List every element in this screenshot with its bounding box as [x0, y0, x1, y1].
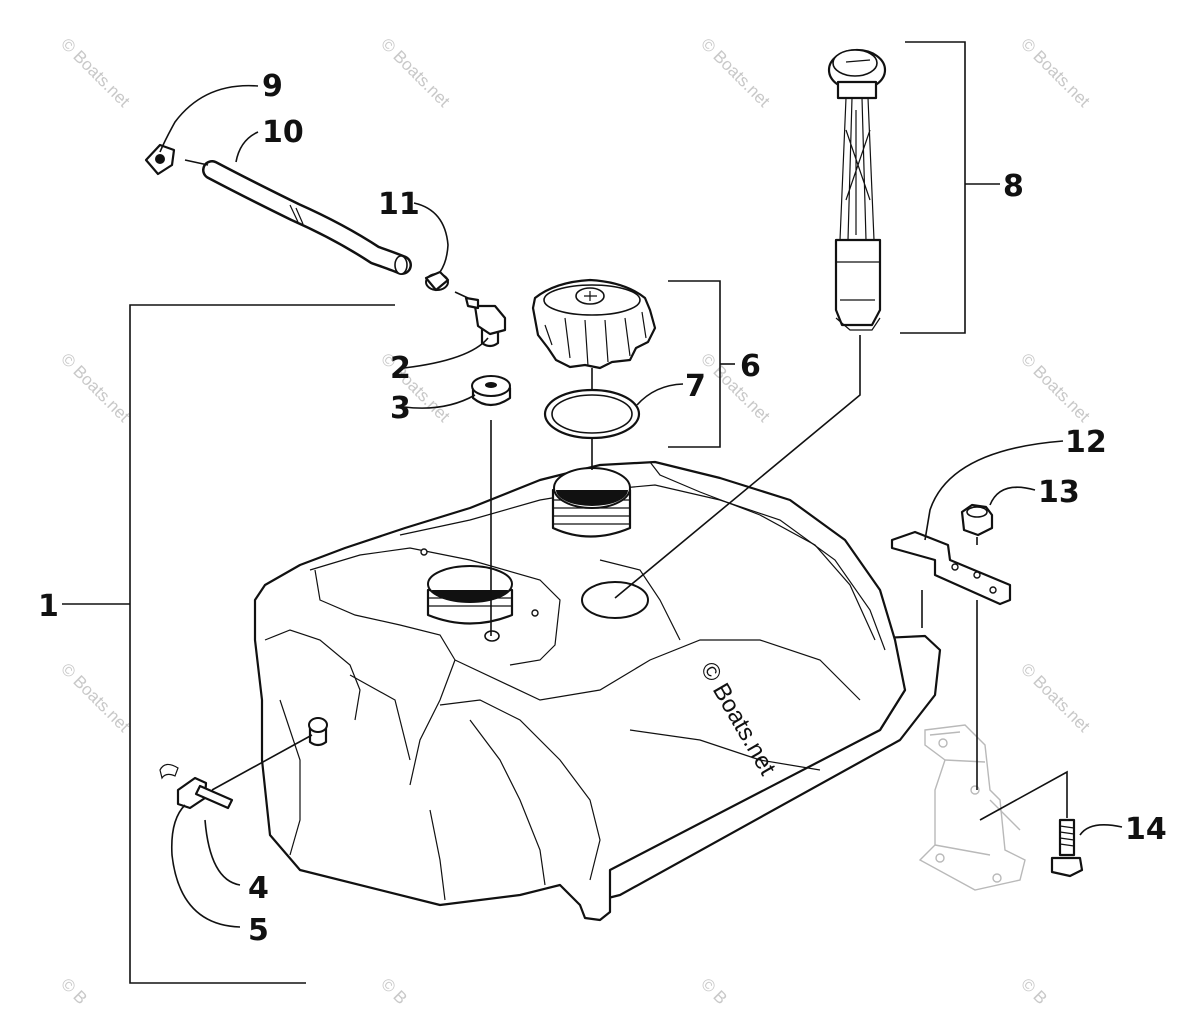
- fuel-gauge-sender: [827, 48, 887, 331]
- callout-2: 2: [390, 351, 411, 386]
- leader-lines: [62, 41, 1123, 984]
- watermark: © Boats.net: [697, 349, 774, 426]
- watermark: © B: [57, 974, 91, 1008]
- fuel-tank: [253, 460, 942, 922]
- callout-12: 12: [1065, 425, 1107, 460]
- callout-5: 5: [248, 913, 269, 948]
- watermark: © B: [377, 974, 411, 1008]
- callout-1: 1: [38, 589, 59, 624]
- watermark: © Boats.net: [377, 34, 454, 111]
- callout-labels: 1 2 3 4 5 6 7 8 9 10 11 12 13 14: [38, 69, 1167, 948]
- watermark: © Boats.net: [57, 659, 134, 736]
- watermark: © Boats.net: [1017, 349, 1094, 426]
- callout-4: 4: [248, 871, 269, 906]
- watermark: © Boats.net: [57, 349, 134, 426]
- hose-clip: [144, 143, 176, 176]
- callout-10: 10: [262, 115, 304, 150]
- watermark: © B: [697, 974, 731, 1008]
- outlet-fitting: [308, 717, 328, 747]
- callout-13: 13: [1038, 475, 1080, 510]
- callout-7: 7: [685, 369, 706, 404]
- callout-11: 11: [378, 187, 420, 222]
- callout-9: 9: [262, 69, 283, 104]
- hose-clamp-upper: [424, 270, 450, 292]
- callout-6: 6: [740, 349, 761, 384]
- drain-valve: [159, 763, 234, 810]
- fuel-cap: [531, 278, 657, 370]
- watermark: © B: [1017, 974, 1051, 1008]
- sender-opening: [581, 581, 649, 619]
- cap-gasket: [543, 388, 641, 440]
- vent-hose: [202, 160, 412, 275]
- tank-shell: [253, 460, 907, 922]
- watermark: © Boats.net: [1017, 34, 1094, 111]
- mounting-bracket-ghost: [918, 724, 1026, 891]
- callout-8: 8: [1003, 169, 1024, 204]
- mounting-bracket: [890, 530, 1012, 606]
- callout-3: 3: [390, 391, 411, 426]
- vent-fitting: [464, 296, 507, 348]
- watermark: © Boats.net: [1017, 659, 1094, 736]
- watermark: © Boats.net: [57, 34, 134, 111]
- filler-neck: [551, 467, 632, 538]
- flange-nut: [960, 503, 994, 537]
- grommet: [471, 375, 512, 407]
- callout-14: 14: [1125, 812, 1167, 847]
- flange-bolt: [1050, 818, 1084, 878]
- watermark: © Boats.net: [697, 34, 774, 111]
